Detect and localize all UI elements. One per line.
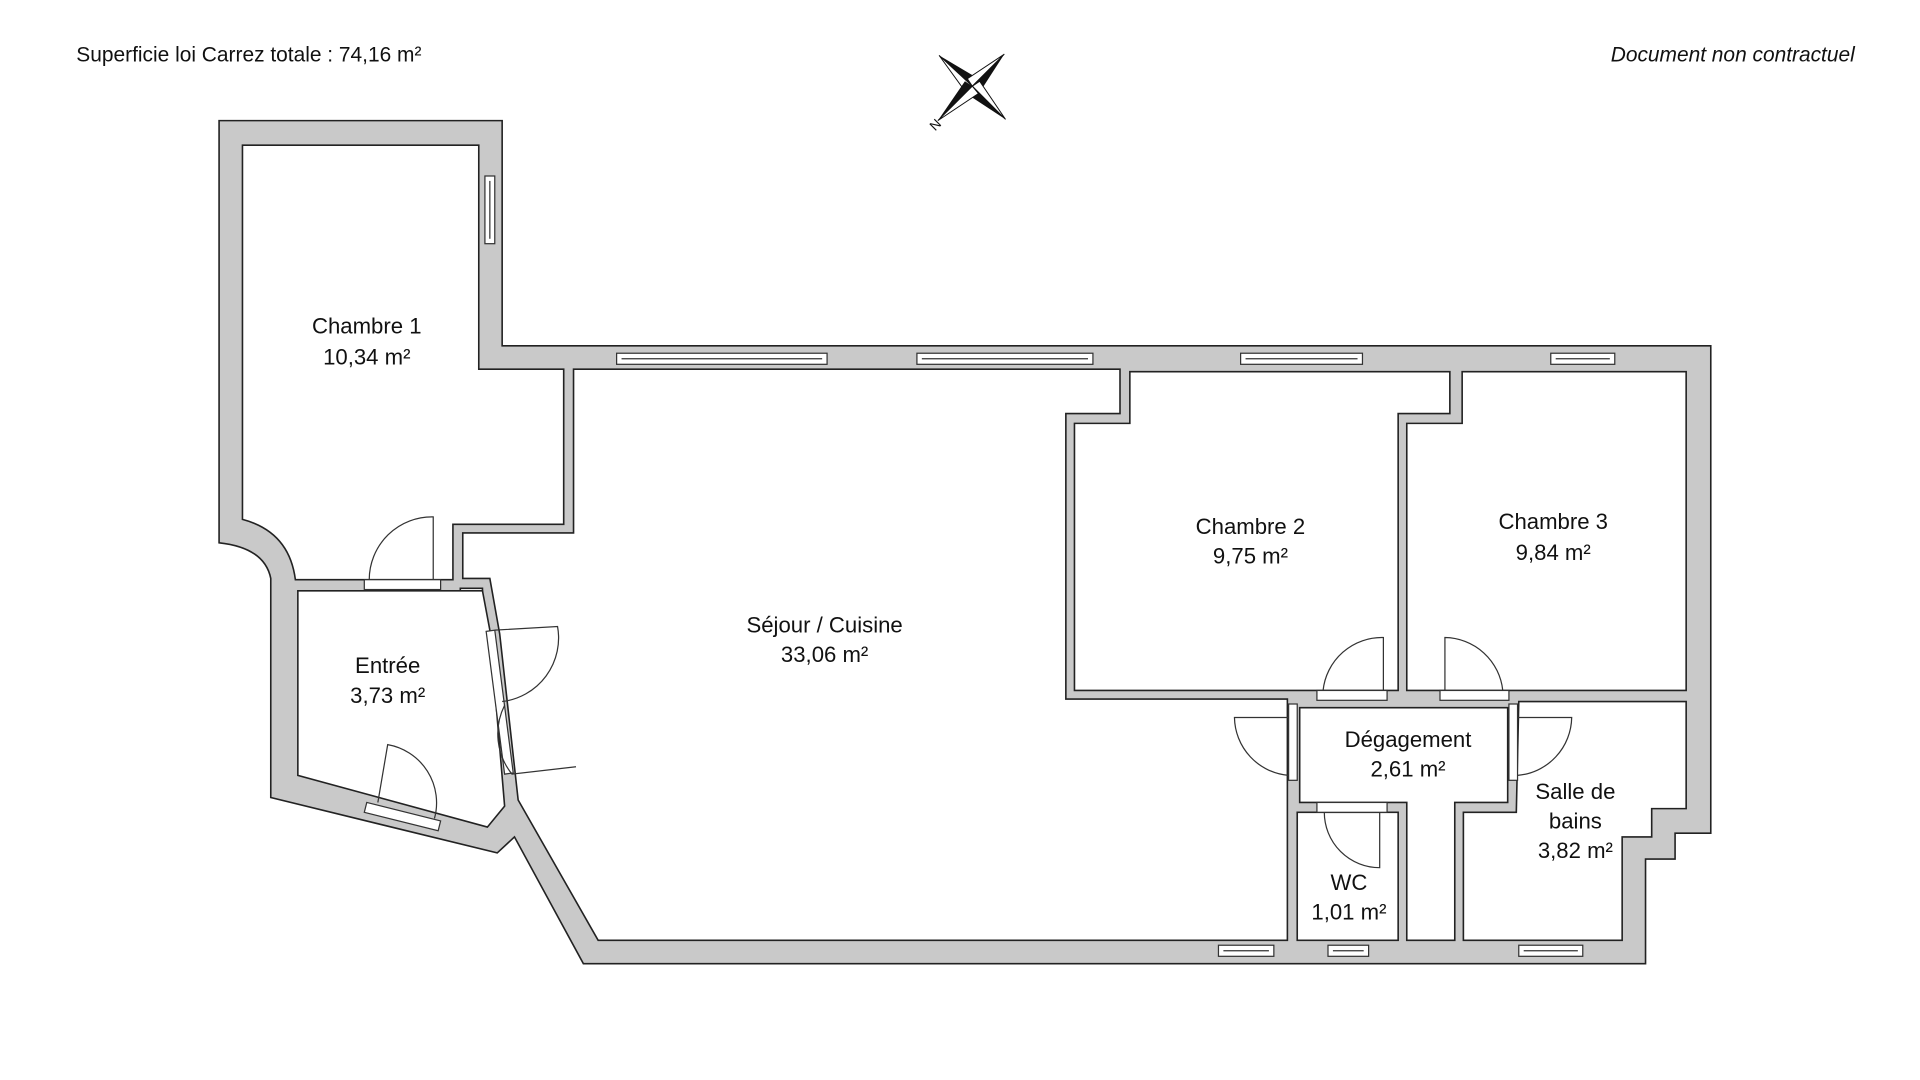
compass-rose-icon: N [927,53,1006,134]
salle-de-bains-name-2: bains [1549,808,1602,833]
doors [368,516,1573,869]
degagement-name: Dégagement [1345,727,1472,752]
chambre-3-name: Chambre 3 [1498,509,1608,534]
sejour-name: Séjour / Cuisine [746,613,902,638]
room-salle-de-bains [1462,700,1687,942]
windows [363,175,1616,957]
room-chambre-2 [1073,370,1451,692]
disclaimer-label: Document non contractuel [1611,44,1856,67]
chambre-1-name: Chambre 1 [312,314,422,339]
room-entree [297,589,506,828]
wc-area: 1,01 m² [1311,899,1386,924]
degagement-area: 2,61 m² [1370,757,1445,782]
room-chambre-3 [1405,370,1687,692]
salle-de-bains-name-1: Salle de [1535,779,1615,804]
room-chambre-1 [241,144,565,581]
chambre-2-name: Chambre 2 [1196,514,1306,539]
room-sejour-cuisine [461,368,1289,942]
chambre-2-area: 9,75 m² [1213,544,1288,569]
wc-name: WC [1330,870,1367,895]
entree-area: 3,73 m² [350,683,425,708]
salle-de-bains-area: 3,82 m² [1538,838,1613,863]
total-area-label: Superficie loi Carrez totale : 74,16 m² [76,44,421,67]
chambre-3-area: 9,84 m² [1516,540,1591,565]
chambre-1-area: 10,34 m² [323,344,410,369]
entree-name: Entrée [355,653,420,678]
sejour-area: 33,06 m² [781,642,868,667]
